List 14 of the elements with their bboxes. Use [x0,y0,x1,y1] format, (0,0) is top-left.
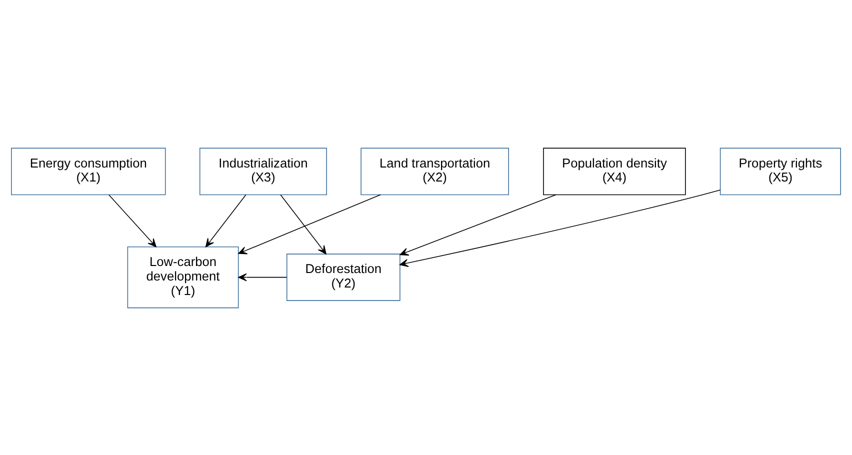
arrow [108,194,156,247]
arrow [238,272,288,281]
arrow [400,194,556,256]
node-box: Energy consumption (X1) [11,147,166,195]
arrow [400,189,721,266]
node-box: Deforestation (Y2) [286,253,400,300]
arrow [238,194,381,254]
node-box: Industrialization (X3) [199,147,327,195]
node-box: Population density (X4) [543,147,686,195]
arrow [205,194,246,247]
node-box: Land transportation (X2) [360,147,509,195]
node-box: Low-carbon development (Y1) [127,246,239,308]
node-box: Property rights (X5) [720,147,841,195]
arrow [280,194,326,254]
